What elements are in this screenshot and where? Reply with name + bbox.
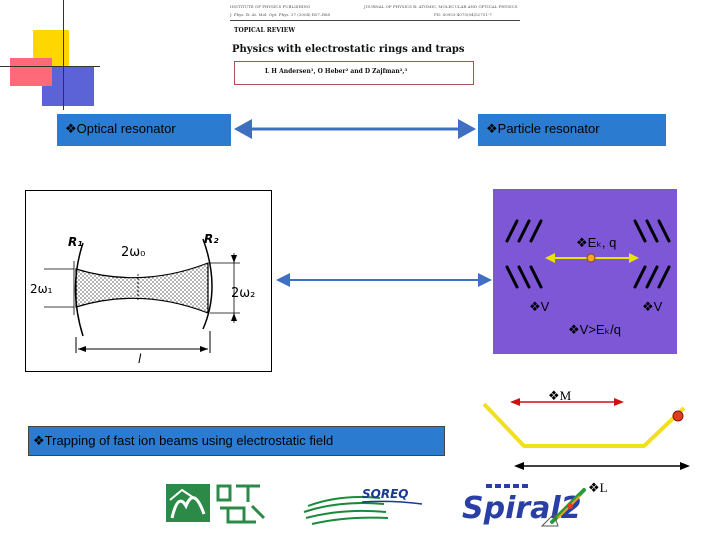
label-w2: 2ω₂ bbox=[231, 286, 255, 301]
institute-logo bbox=[166, 484, 266, 524]
label-l: l bbox=[138, 352, 142, 366]
length-arrow bbox=[514, 462, 690, 470]
ek-q-label: ❖Eₖ, q bbox=[576, 235, 617, 250]
trapped-ion-dot bbox=[672, 410, 684, 422]
v-left-label: ❖V bbox=[529, 299, 550, 314]
label-w1: 2ω₁ bbox=[30, 282, 53, 296]
header-rule bbox=[230, 20, 520, 21]
particle-resonator-box: ❖Particle resonator bbox=[478, 114, 666, 146]
soreq-text: SOREQ bbox=[362, 487, 408, 501]
pii-text: PII: S0953-4075(04)52751-7 bbox=[434, 12, 492, 17]
ion-dot bbox=[586, 253, 596, 263]
v-condition-label: ❖V>Eₖ/q bbox=[568, 322, 621, 337]
journal-text: JOURNAL OF PHYSICS B: ATOMIC, MOLECULAR … bbox=[364, 4, 518, 9]
length-label: ❖L bbox=[588, 480, 608, 495]
top-double-arrow bbox=[234, 119, 476, 139]
authors-box: L H Andersen¹, O Heber² and D Zajfman²,³ bbox=[234, 61, 474, 85]
decor-line-horizontal bbox=[0, 66, 100, 67]
optical-beam-diagram: R₁ R₂ 2ω₀ 2ω₁ 2ω₂ l bbox=[30, 232, 255, 366]
spiral2-logo: Spiral2 bbox=[462, 484, 586, 527]
paper-title: Physics with electrostatic rings and tra… bbox=[232, 44, 465, 55]
section-label: TOPICAL REVIEW bbox=[234, 27, 296, 34]
particle-resonator-label: ❖Particle resonator bbox=[486, 121, 600, 136]
trapping-label: ❖Trapping of fast ion beams using electr… bbox=[33, 433, 334, 448]
soreq-logo: SOREQ bbox=[303, 487, 423, 525]
publisher-text: INSTITUTE OF PHYSICS PUBLISHING bbox=[230, 4, 311, 9]
particle-resonator-panel: ❖Eₖ, q ❖V ❖V ❖V>Eₖ/q bbox=[493, 189, 677, 354]
decor-square-red bbox=[10, 58, 52, 86]
ion-trajectory bbox=[482, 402, 686, 448]
paper-header: INSTITUTE OF PHYSICS PUBLISHING JOURNAL … bbox=[224, 0, 524, 55]
label-r2: R₂ bbox=[204, 232, 219, 246]
v-right-label: ❖V bbox=[642, 299, 663, 314]
corner-decoration bbox=[0, 0, 100, 110]
decor-line-vertical bbox=[63, 0, 64, 110]
optical-resonator-label: ❖Optical resonator bbox=[65, 121, 176, 136]
citation-text: J. Phys. B: At. Mol. Opt. Phys. 37 (2004… bbox=[230, 12, 331, 17]
mass-label: ❖M bbox=[548, 388, 572, 403]
spiral2-text: Spiral2 bbox=[462, 491, 582, 526]
authors-text: L H Andersen¹, O Heber² and D Zajfman²,³ bbox=[265, 68, 408, 75]
mirror-right bbox=[202, 238, 213, 330]
trap-track bbox=[482, 398, 686, 448]
label-w0: 2ω₀ bbox=[121, 245, 145, 260]
optical-resonator-box: ❖Optical resonator bbox=[57, 114, 231, 146]
mirror-left bbox=[74, 242, 84, 337]
middle-double-arrow bbox=[276, 273, 492, 287]
optical-resonator-figure: R₁ R₂ 2ω₀ 2ω₁ 2ω₂ l bbox=[25, 190, 272, 372]
label-r1: R₁ bbox=[68, 235, 83, 249]
trapping-box: ❖Trapping of fast ion beams using electr… bbox=[28, 426, 445, 456]
electrode-diagram bbox=[505, 219, 671, 289]
